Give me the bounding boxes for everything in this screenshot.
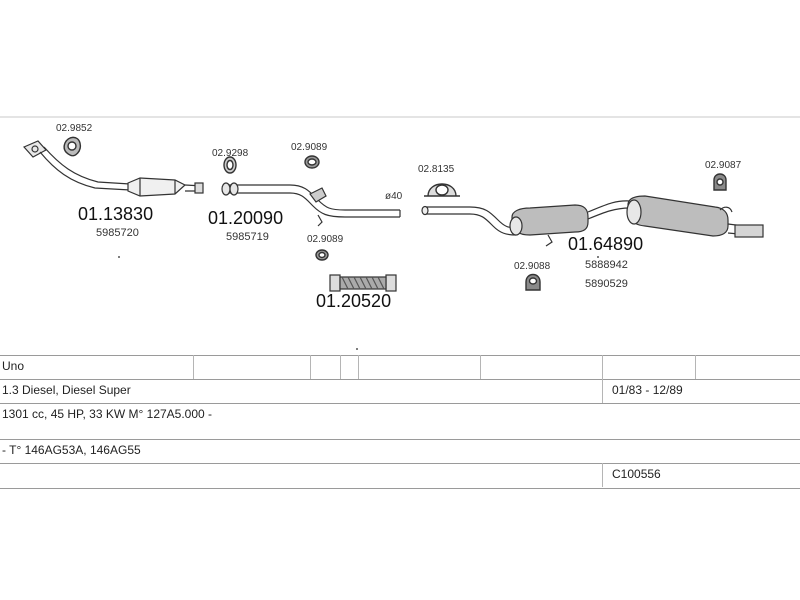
column-divider (340, 355, 341, 379)
main-part-0113830: 01.13830 (78, 204, 153, 224)
info-row-specs: 1301 cc, 45 HP, 33 KW M° 127A5.000 - (0, 403, 800, 440)
oe-number-0164890-a: 5888942 (585, 259, 628, 271)
rubber-mount-029089-bottom-icon (315, 249, 329, 261)
part-label-028135: 02.8135 (418, 164, 455, 175)
part-label-029088: 02.9088 (514, 261, 551, 272)
column-divider (695, 355, 696, 379)
gasket-029298-icon (223, 156, 237, 174)
column-divider (193, 355, 194, 379)
column-divider (358, 355, 359, 379)
specs-text: 1301 cc, 45 HP, 33 KW M° 127A5.000 - (2, 407, 213, 421)
rubber-mount-029087-icon (713, 173, 727, 191)
rubber-mount-029089-top-icon (304, 155, 320, 169)
oe-number-0113830: 5985720 (96, 227, 139, 239)
oe-number-0164890-b: 5890529 (585, 278, 628, 290)
info-row-model: Uno (0, 355, 800, 380)
rear-silencer-part (421, 195, 764, 247)
main-part-0120090: 01.20090 (208, 208, 283, 228)
dot-mark (356, 348, 358, 350)
gasket-029852-icon (63, 136, 82, 157)
column-divider (310, 355, 311, 379)
part-label-029852: 02.9852 (56, 123, 93, 134)
oe-number-0120090: 5985719 (226, 231, 269, 243)
clamp-028135-icon (424, 183, 460, 197)
dot-mark (597, 256, 599, 258)
middle-pipe-part (221, 182, 401, 227)
chassis-text: - T° 146AG53A, 146AG55 (2, 443, 141, 457)
diameter-label: ø40 (385, 191, 403, 202)
rubber-mount-029088-icon (525, 273, 541, 291)
part-label-029298: 02.9298 (212, 148, 249, 159)
info-row-code: C100556 (0, 463, 800, 489)
code-text: C100556 (612, 467, 661, 481)
model-text: Uno (2, 359, 25, 373)
part-label-029087: 02.9087 (705, 160, 742, 171)
column-divider (602, 379, 603, 403)
main-part-0120520: 01.20520 (316, 291, 391, 311)
dot-mark (118, 256, 120, 258)
column-divider (480, 355, 481, 379)
column-divider (602, 463, 603, 487)
info-row-engine: 1.3 Diesel, Diesel Super 01/83 - 12/89 (0, 379, 800, 404)
part-label-029089-top: 02.9089 (291, 142, 328, 153)
part-label-029089-bottom: 02.9089 (307, 234, 344, 245)
column-divider (602, 355, 603, 379)
engine-text: 1.3 Diesel, Diesel Super (2, 383, 131, 397)
main-part-0164890: 01.64890 (568, 234, 643, 254)
date-range-text: 01/83 - 12/89 (612, 383, 683, 397)
front-pipe-part (22, 140, 204, 197)
flex-pipe-part (329, 274, 397, 292)
info-row-chassis: - T° 146AG53A, 146AG55 (0, 439, 800, 464)
